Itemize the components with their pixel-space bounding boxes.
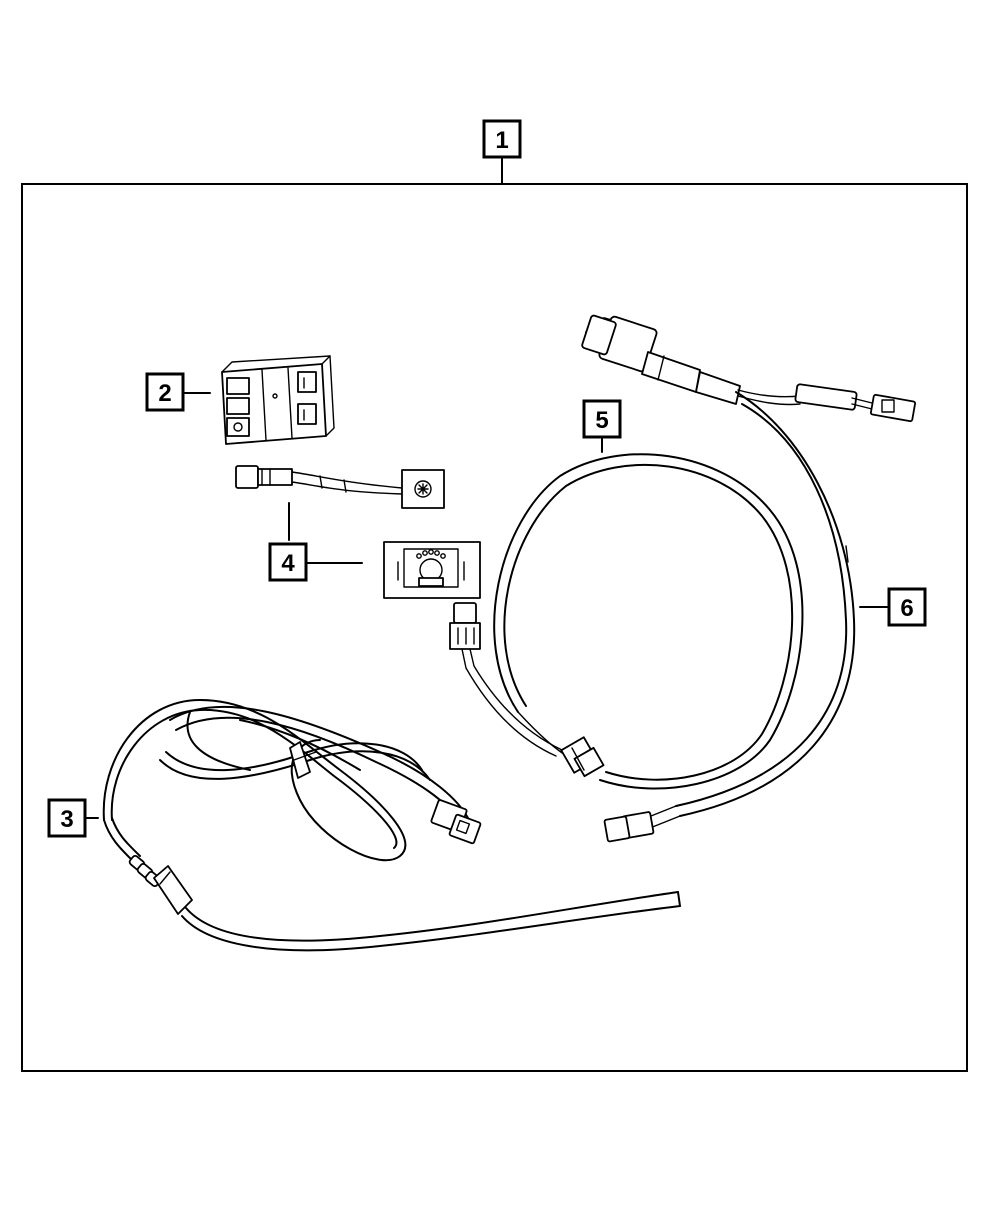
wiring-harness-icon: [581, 314, 917, 843]
callout-1-label: 1: [495, 127, 508, 154]
callout-2[interactable]: 2: [145, 372, 185, 412]
callout-6[interactable]: 6: [887, 587, 927, 627]
callout-4-label: 4: [281, 550, 295, 577]
callout-5-label: 5: [595, 407, 608, 434]
relay-module-icon: [221, 355, 335, 445]
callout-1[interactable]: 1: [482, 119, 522, 159]
callout-5[interactable]: 5: [582, 399, 622, 439]
callout-3-label: 3: [60, 806, 73, 833]
callout-2-label: 2: [158, 380, 171, 407]
callout-6-label: 6: [900, 595, 913, 622]
callout-3[interactable]: 3: [47, 798, 87, 838]
kit-frame: [21, 183, 968, 1072]
lamp-switch-icon: [235, 465, 481, 599]
callout-4[interactable]: 4: [268, 542, 308, 582]
antenna-cable-icon: [102, 699, 681, 952]
jumper-harness-icon: [449, 453, 804, 790]
